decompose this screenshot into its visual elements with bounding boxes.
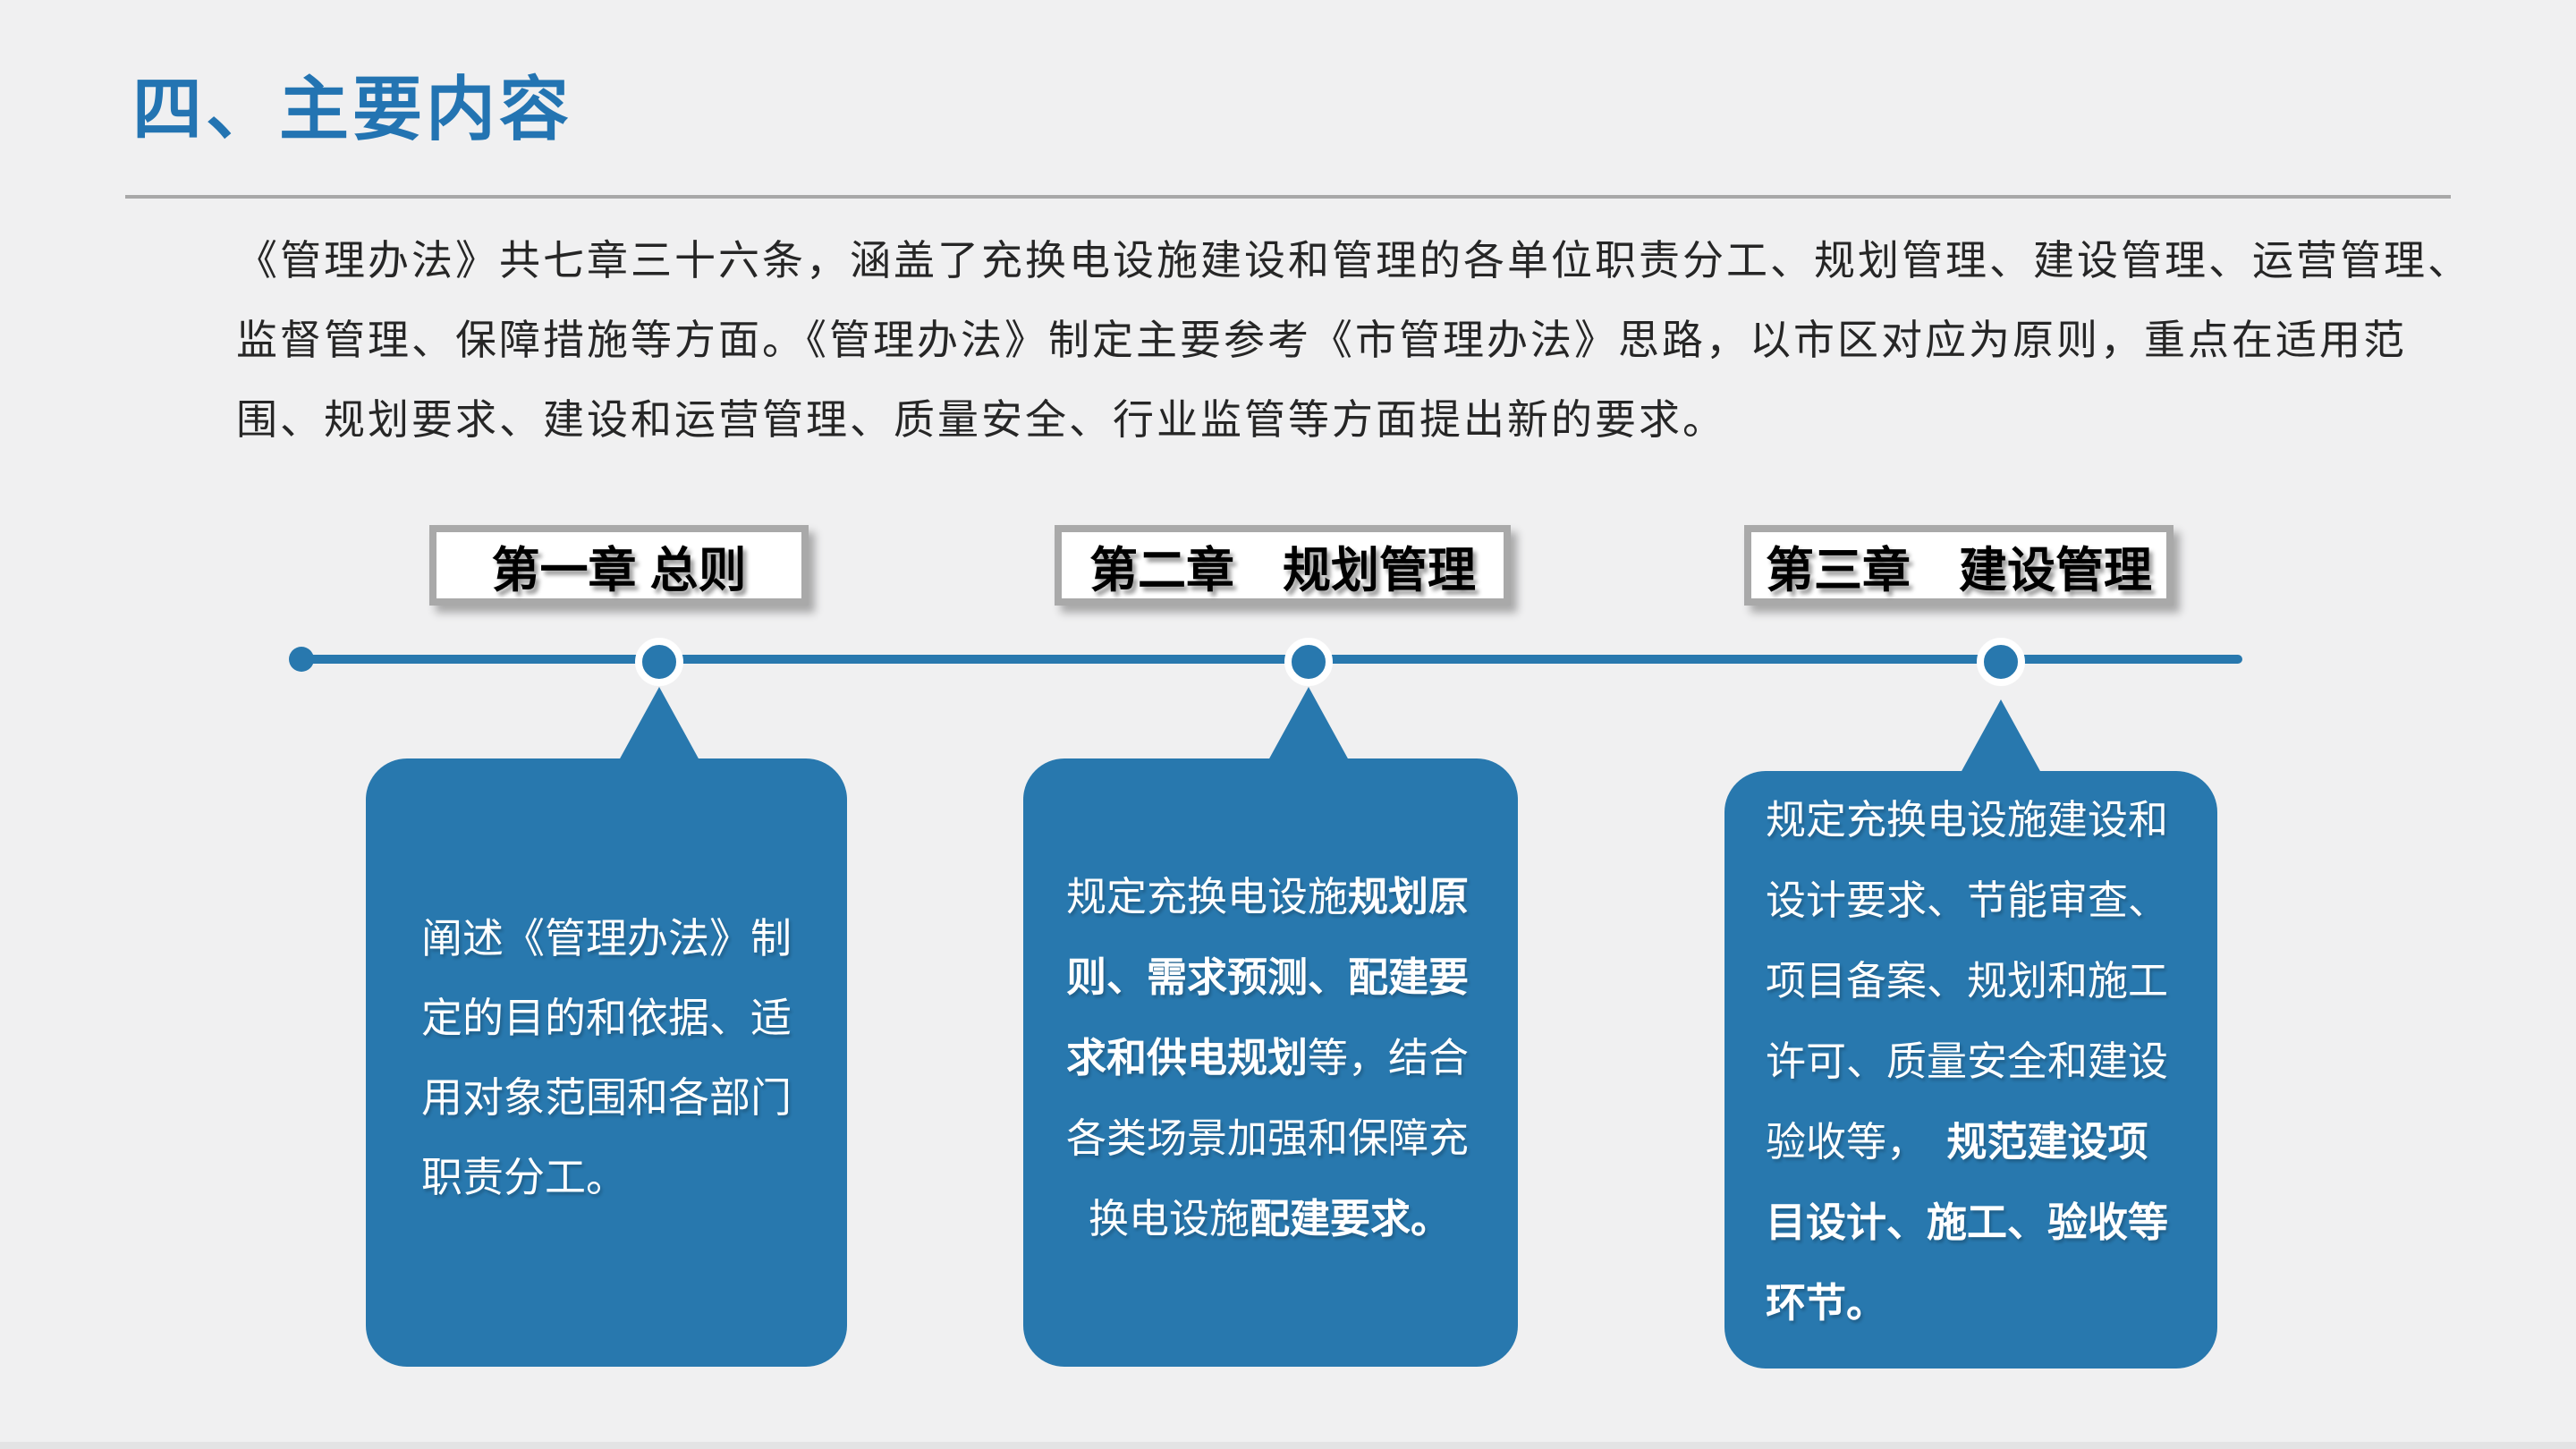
chapter-label-3: 第三章 建设管理 [1766, 543, 2152, 597]
timeline-node-1 [635, 638, 683, 686]
callout-text-1: 阐述《管理办法》制定的目的和依据、适用对象范围和各部门职责分工。 [421, 915, 792, 1200]
intro-line-1: 《管理办法》共七章三十六条，涵盖了充换电设施建设和管理的各单位职责分工、规划管理… [236, 237, 2471, 284]
intro-line-2: 监督管理、保障措施等方面。《管理办法》制定主要参考《市管理办法》思路，以市区对应… [236, 317, 2407, 363]
chapter-box-3: 第三章 建设管理 [1744, 525, 2174, 606]
chapter-label-1: 第一章 总则 [491, 543, 747, 597]
callout-text-3: 规定充换电设施建设和设计要求、节能审查、项目备案、规划和施工许可、质量安全和建设… [1766, 797, 2169, 1326]
chapter-label-2: 第二章 规划管理 [1089, 543, 1476, 597]
intro-paragraph: 《管理办法》共七章三十六条，涵盖了充换电设施建设和管理的各单位职责分工、规划管理… [236, 221, 2471, 460]
timeline-node-3 [1977, 638, 2025, 686]
page-title: 四、主要内容 [132, 70, 573, 148]
intro-line-3: 围、规划要求、建设和运营管理、质量安全、行业监管等方面提出新的要求。 [236, 396, 1726, 443]
slide-bottom-edge [0, 1442, 2576, 1449]
callout-text-2: 规定充换电设施规划原则、需求预测、配建要求和供电规划等，结合各类场景加强和保障充… [1066, 874, 1470, 1241]
callout-box-2: 规定充换电设施规划原则、需求预测、配建要求和供电规划等，结合各类场景加强和保障充… [1023, 687, 1518, 1367]
timeline-line [297, 655, 2242, 664]
chapter-box-2: 第二章 规划管理 [1055, 525, 1511, 606]
callout-tail-1 [619, 687, 699, 760]
callout-tail-2 [1268, 687, 1349, 760]
callout-tail-3 [1961, 699, 2041, 773]
timeline-node-2 [1284, 638, 1333, 686]
title-divider [125, 195, 2451, 199]
timeline-start-dot [289, 647, 314, 672]
callout-box-1: 阐述《管理办法》制定的目的和依据、适用对象范围和各部门职责分工。 [366, 687, 847, 1367]
callout-box-3: 规定充换电设施建设和设计要求、节能审查、项目备案、规划和施工许可、质量安全和建设… [1724, 699, 2217, 1368]
chapter-box-1: 第一章 总则 [429, 525, 809, 606]
